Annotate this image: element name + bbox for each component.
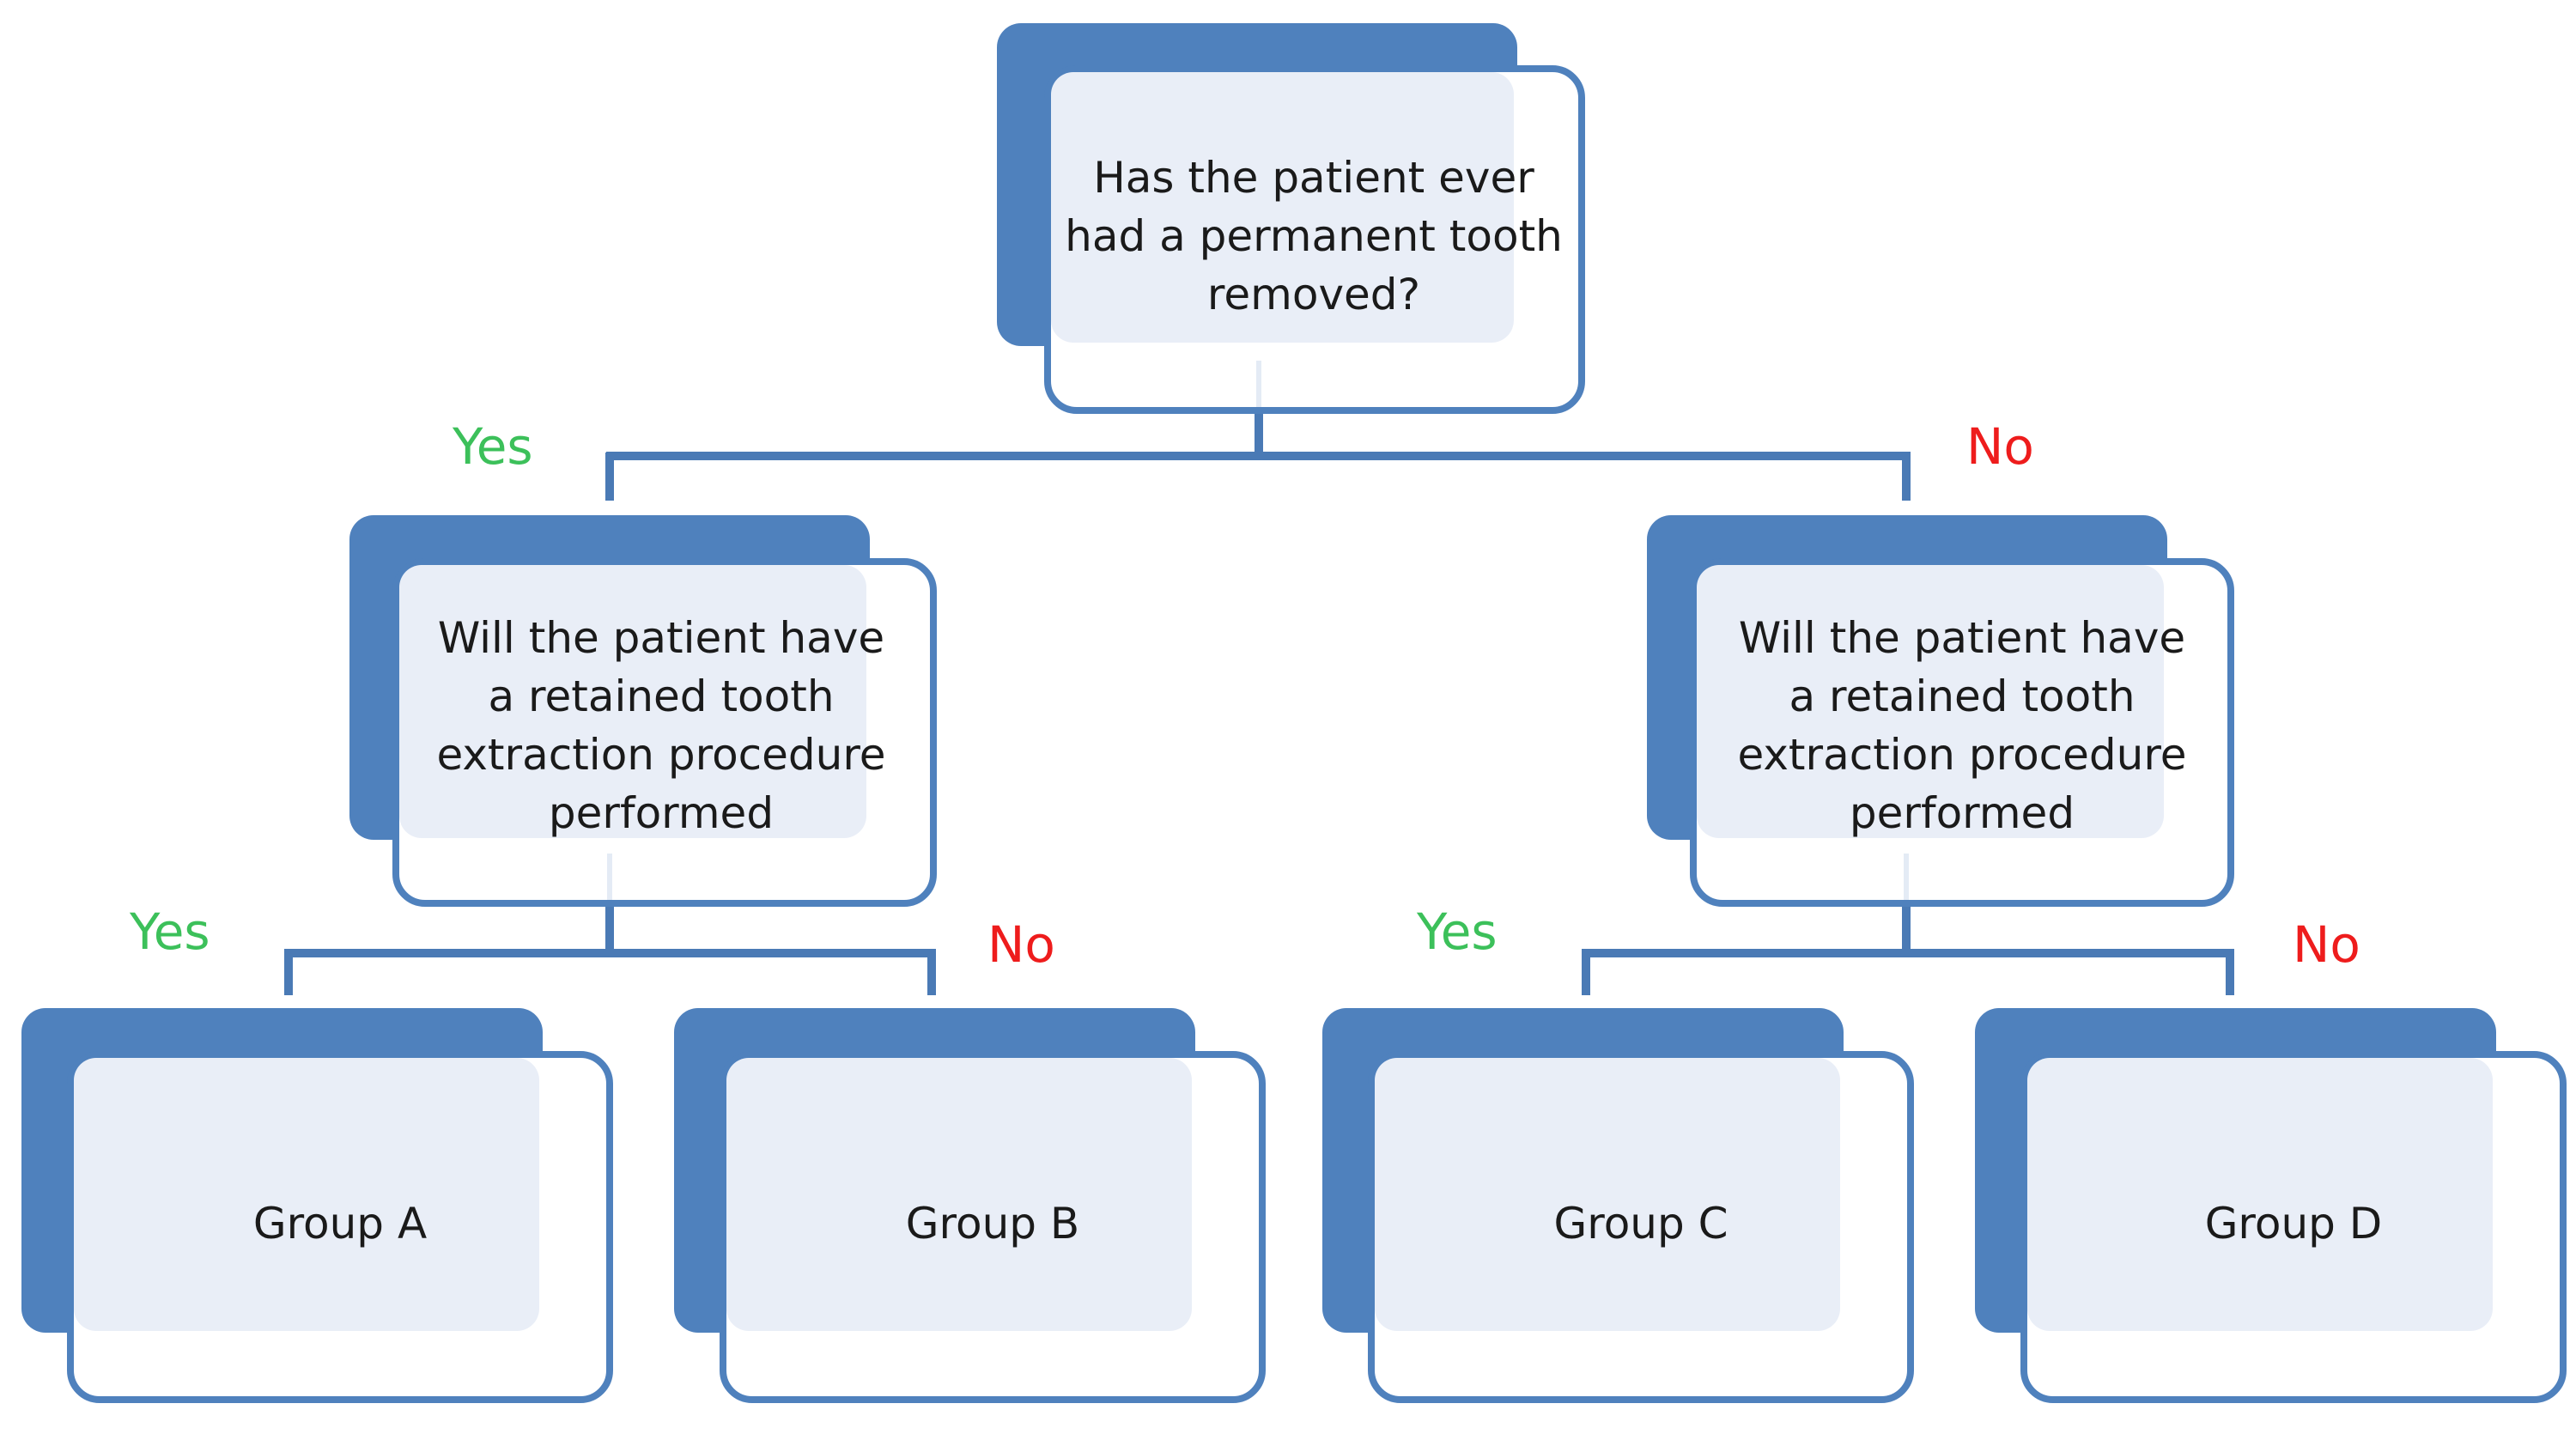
group-c-box	[1322, 1008, 1914, 1403]
group-a-box	[21, 1008, 613, 1403]
group-d-box	[1975, 1008, 2567, 1403]
root-question-box	[997, 23, 1585, 414]
connector-right	[1582, 906, 2234, 995]
right-no-label: No	[2293, 915, 2360, 974]
group-d-label: Group D	[2204, 1199, 2383, 1249]
left-question-text: Will the patient have a retained tooth e…	[436, 613, 886, 838]
group-b-label: Group B	[905, 1199, 1080, 1249]
group-b-box	[674, 1008, 1266, 1403]
connector-root	[605, 414, 1911, 501]
left-yes-label: Yes	[130, 902, 210, 961]
group-c-label: Group C	[1553, 1199, 1728, 1249]
root-yes-label: Yes	[453, 417, 533, 476]
left-no-label: No	[987, 915, 1055, 974]
root-no-label: No	[1966, 417, 2034, 476]
root-question-text: Has the patient ever had a permanent too…	[1065, 153, 1563, 319]
right-yes-label: Yes	[1417, 902, 1498, 961]
group-a-label: Group A	[252, 1199, 428, 1249]
right-question-text: Will the patient have a retained tooth e…	[1737, 613, 2187, 838]
right-question-box	[1647, 515, 2234, 907]
left-question-box	[349, 515, 937, 907]
connector-left	[284, 906, 936, 995]
